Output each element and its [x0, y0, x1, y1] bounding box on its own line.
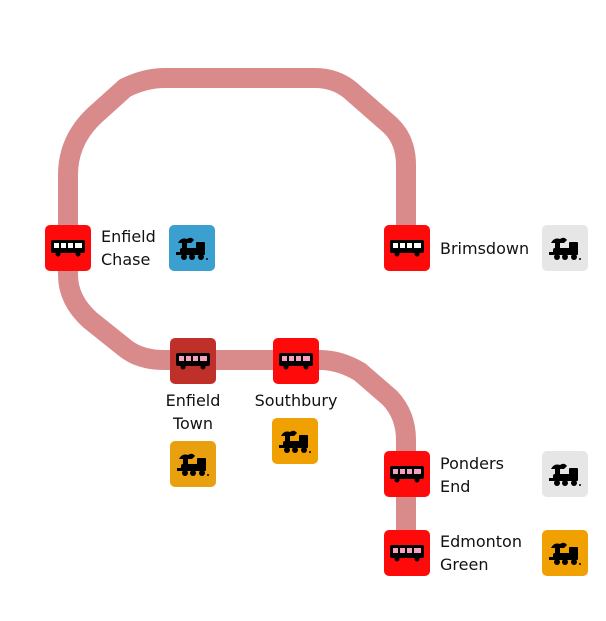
station-label-brimsdown: Brimsdown: [440, 237, 529, 260]
steam-train-icon: [176, 237, 208, 260]
bus-stop-brimsdown[interactable]: [384, 225, 430, 271]
station-name-line1: Brimsdown: [440, 239, 530, 258]
steam-train-icon: [279, 430, 311, 453]
bus-stop-ponders-end[interactable]: [384, 451, 430, 497]
route-line: [58, 68, 416, 258]
route-line: [58, 238, 416, 562]
train-tile-southbury[interactable]: [272, 418, 318, 464]
bus-icon: [279, 353, 313, 370]
station-label-enfield-chase: Enfield Chase: [101, 225, 156, 271]
bus-icon: [390, 240, 424, 257]
steam-train-icon: [549, 237, 581, 260]
station-name-line1: Ponders: [440, 454, 504, 473]
steam-train-icon: [549, 542, 581, 565]
bus-icon: [390, 466, 424, 483]
station-label-edmonton-green: Edmonton Green: [440, 530, 522, 576]
station-label-ponders-end: Ponders End: [440, 452, 504, 498]
station-name-line2: Chase: [101, 250, 151, 269]
bus-stop-enfield-chase[interactable]: [45, 225, 91, 271]
train-tile-edmonton-green[interactable]: [542, 530, 588, 576]
station-name-line2: Town: [172, 414, 214, 433]
station-name-line1: Enfield: [101, 227, 156, 246]
bus-icon: [390, 545, 424, 562]
train-tile-ponders-end[interactable]: [542, 451, 588, 497]
station-label-southbury: Southbury: [246, 389, 346, 412]
bus-icon: [51, 240, 85, 257]
steam-train-icon: [549, 463, 581, 486]
station-name-line1: Edmonton: [440, 532, 522, 551]
train-tile-enfield-chase[interactable]: [169, 225, 215, 271]
station-name-line2: End: [440, 477, 471, 496]
steam-train-icon: [177, 453, 209, 476]
bus-stop-southbury[interactable]: [273, 338, 319, 384]
station-name-line1: Southbury: [254, 391, 338, 410]
train-tile-enfield-town[interactable]: [170, 441, 216, 487]
train-tile-brimsdown[interactable]: [542, 225, 588, 271]
bus-stop-edmonton-green[interactable]: [384, 530, 430, 576]
station-name-line1: Enfield: [165, 391, 221, 410]
station-label-enfield-town: Enfield Town: [153, 389, 233, 435]
bus-icon: [176, 353, 210, 370]
bus-stop-enfield-town[interactable]: [170, 338, 216, 384]
station-name-line2: Green: [440, 555, 489, 574]
